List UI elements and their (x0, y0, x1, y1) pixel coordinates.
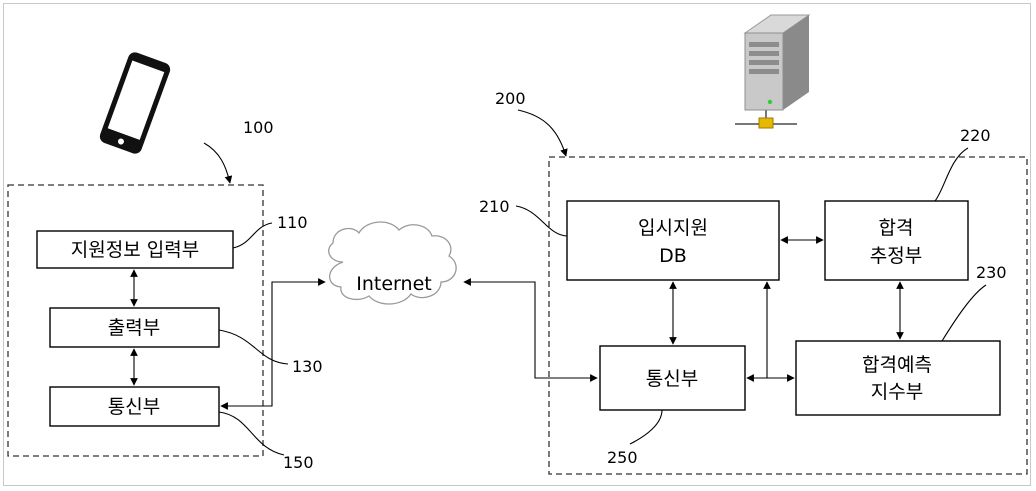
server-tower-icon (735, 15, 809, 128)
device-internet-connector (221, 282, 325, 406)
admission-db-label-line2: DB (659, 245, 687, 267)
smartphone-icon (98, 50, 172, 155)
ref-220: 220 (960, 126, 991, 145)
admission-db-label-line1: 입시지원 (638, 217, 708, 239)
ref-250-leader (630, 410, 662, 444)
output-unit-label: 출력부 (108, 317, 160, 339)
ref-130-leader (219, 330, 288, 364)
admission-db-box (567, 201, 779, 280)
internet-label: Internet (356, 273, 431, 295)
ref-110: 110 (277, 213, 308, 232)
ref-150: 150 (283, 453, 314, 472)
pass-prediction-index-label-line2: 지수부 (871, 381, 923, 403)
ref-130: 130 (292, 357, 323, 376)
server-comm-unit-label: 통신부 (646, 368, 698, 390)
ref-110-leader (233, 223, 272, 248)
ref-100: 100 (243, 118, 274, 137)
application-info-input-label: 지원정보 입력부 (71, 239, 199, 261)
ref-200: 200 (495, 89, 526, 108)
ref-210: 210 (479, 197, 510, 216)
pass-estimator-label-line1: 합격 (879, 217, 914, 239)
internet-server-connector (464, 282, 597, 378)
pass-estimator-box (825, 201, 968, 280)
ref-200-leader (518, 110, 566, 156)
pass-prediction-index-box (796, 341, 1000, 415)
ref-250: 250 (607, 448, 638, 467)
ref-230-leader (942, 285, 986, 341)
device-comm-unit-label: 통신부 (108, 396, 160, 418)
ref-210-leader (516, 206, 567, 236)
ref-220-leader (935, 148, 968, 201)
ref-100-leader (204, 143, 230, 183)
pass-prediction-index-label-line1: 합격예측 (862, 354, 932, 376)
ref-230: 230 (976, 263, 1007, 282)
pass-estimator-label-line2: 추정부 (870, 245, 922, 267)
ref-150-leader (219, 412, 284, 455)
